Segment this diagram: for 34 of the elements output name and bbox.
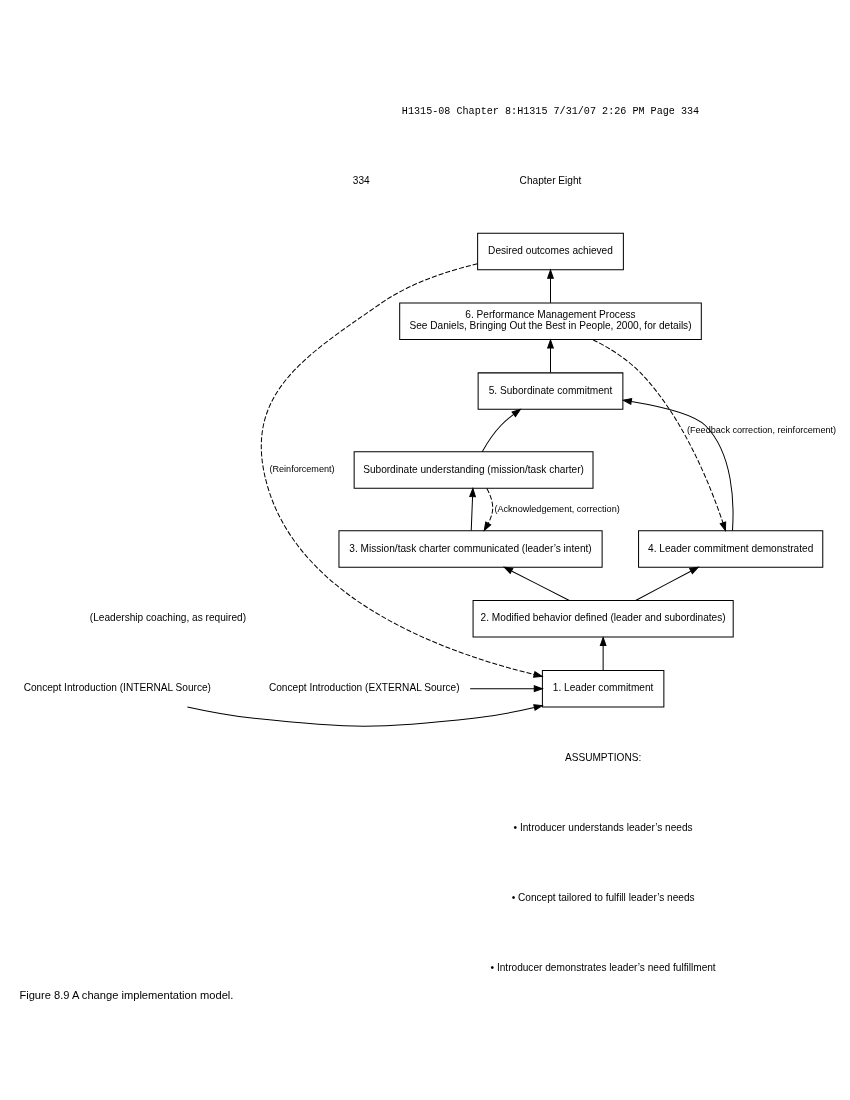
arrow — [481, 408, 522, 453]
label: • Introducer demonstrates leader’s need fulfillment — [490, 961, 716, 973]
arrow — [546, 268, 554, 304]
node-box: 1. Leader commitment — [541, 669, 664, 708]
edge-label: (Acknowledgement, correction) — [493, 503, 620, 514]
arrow — [186, 704, 544, 727]
arrow — [599, 635, 607, 671]
node-box: 2. Modified behavior defined (leader and subordinates) — [472, 600, 734, 638]
caption: Figure 8.9 A change implementation model. — [18, 989, 233, 1002]
arrow — [468, 486, 476, 532]
label: Chapter Eight — [519, 175, 581, 187]
edge-label: (Reinforcement) — [268, 464, 335, 475]
label: H1315-08 Chapter 8:H1315 7/31/07 2:26 PM Page 334 — [401, 106, 699, 118]
arrow — [469, 685, 544, 693]
arrow — [260, 263, 544, 678]
node-box: Desired outcomes achieved — [476, 232, 624, 271]
node-text: Concept Introduction (EXTERNAL Source) — [268, 682, 460, 694]
node-box: 6. Performance Management Process See Daniels, Bringing Out the Best in People, 2000, for details) — [398, 302, 702, 340]
node-box: Subordinate understanding (mission/task charter) — [353, 451, 593, 489]
label: (Leadership coaching, as required) — [89, 612, 246, 624]
node-box: 3. Mission/task charter communicated (leader’s intent) — [337, 530, 603, 568]
label: • Concept tailored to fulfill leader’s needs — [511, 891, 695, 903]
arrow — [502, 566, 570, 602]
arrow — [621, 397, 734, 532]
node-box: 5. Subordinate commitment — [477, 372, 623, 410]
arrow — [592, 339, 726, 532]
arrow — [546, 338, 554, 374]
label: ASSUMPTIONS: — [564, 752, 641, 764]
label: 334 — [352, 175, 370, 187]
arrow — [483, 488, 493, 532]
arrow — [634, 566, 700, 602]
node-text: Concept Introduction (INTERNAL Source) — [23, 682, 211, 694]
label: • Introducer understands leader’s needs — [513, 821, 693, 833]
node-box: 4. Leader commitment demonstrated — [637, 530, 823, 568]
